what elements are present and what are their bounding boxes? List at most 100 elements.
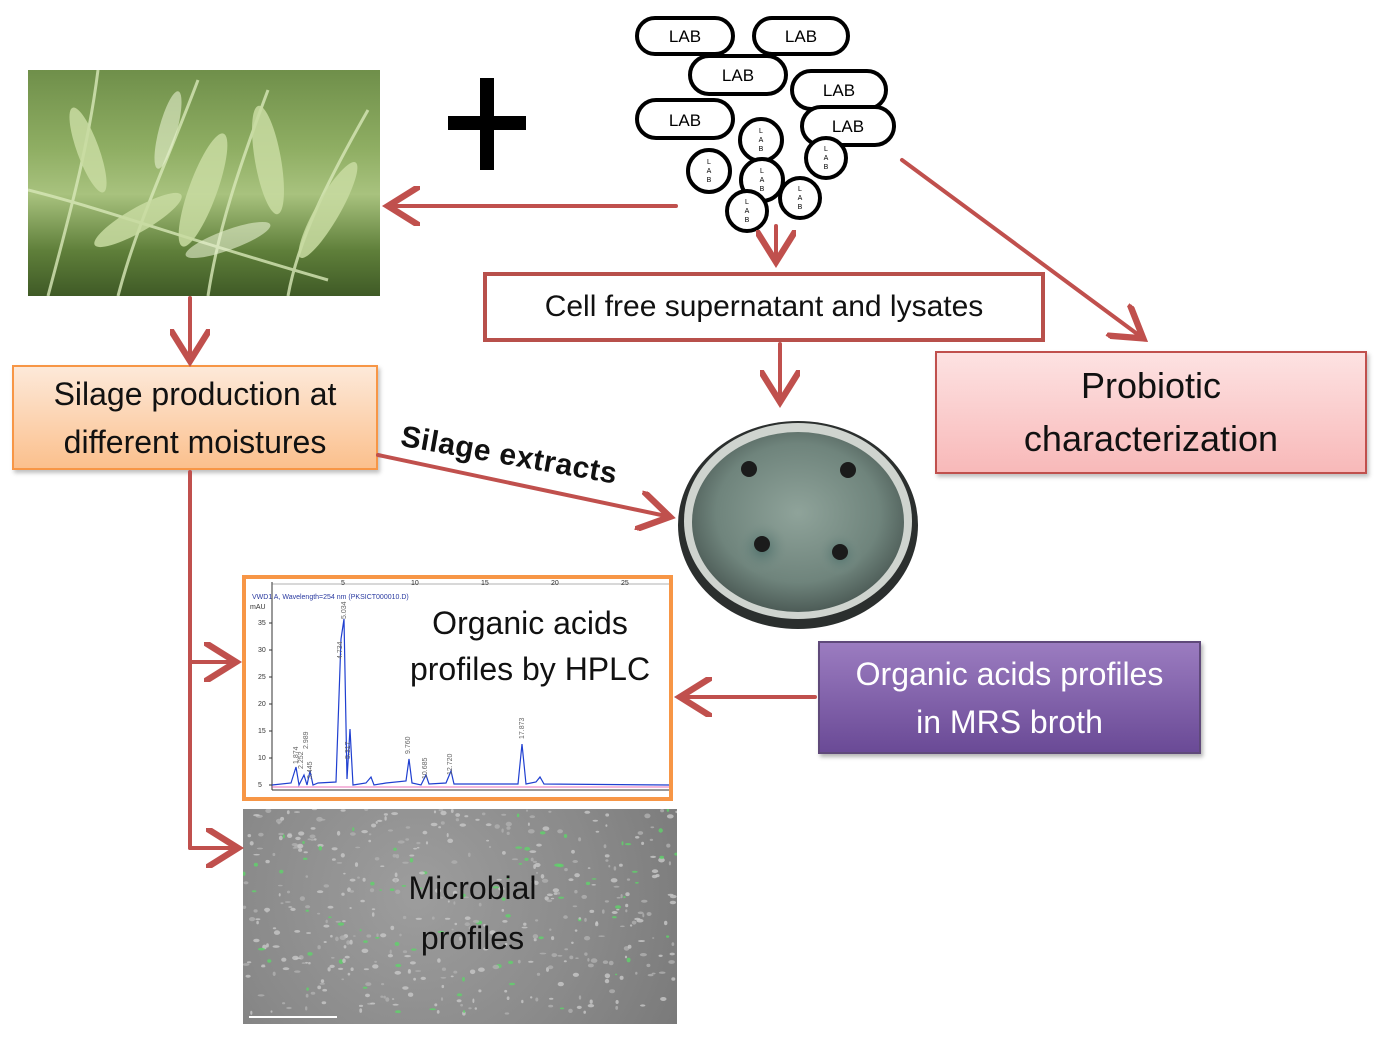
cell-speck xyxy=(584,936,591,941)
cell-speck xyxy=(666,843,671,848)
cell-speck xyxy=(394,872,398,878)
cell-speck xyxy=(429,1008,436,1011)
cell-speck xyxy=(305,993,309,998)
peak-label: 9.760 xyxy=(405,736,412,754)
cell-speck xyxy=(613,866,617,871)
cell-speck xyxy=(379,889,382,891)
cell-speck xyxy=(531,880,536,884)
cell-speck xyxy=(243,905,247,909)
cell-speck xyxy=(310,838,315,841)
cell-speck xyxy=(267,959,272,963)
cell-speck xyxy=(585,881,591,886)
small-lab-text: L A B xyxy=(760,168,765,193)
cell-speck xyxy=(317,912,321,915)
peak-label: 5.034 xyxy=(341,601,348,619)
lab-cell-large xyxy=(635,16,735,56)
cell-speck xyxy=(456,999,462,1003)
cell-speck xyxy=(368,833,372,836)
peak-label: 2.252 xyxy=(298,751,305,769)
cell-speck xyxy=(316,890,324,894)
cell-speck xyxy=(278,832,284,836)
cell-speck xyxy=(280,902,284,905)
cell-speck xyxy=(392,1003,399,1006)
petri-dish-image xyxy=(678,421,918,629)
cell-speck xyxy=(376,933,379,937)
cell-speck xyxy=(307,952,313,956)
cell-speck xyxy=(261,965,266,968)
cell-speck xyxy=(380,995,384,998)
cell-speck xyxy=(609,989,616,994)
svg-text:B: B xyxy=(745,217,750,224)
cell-speck xyxy=(440,976,447,979)
cell-speck xyxy=(323,941,327,943)
cell-speck xyxy=(650,826,655,829)
cell-speck xyxy=(568,1008,573,1013)
probiotic-label-line2: characterization xyxy=(1023,417,1279,459)
cell-speck xyxy=(253,853,260,856)
cell-speck xyxy=(463,1010,466,1013)
wheat-ears-graphic xyxy=(28,70,370,296)
cell-speck xyxy=(535,997,539,1002)
cell-speck xyxy=(454,922,458,926)
lab-cell-small xyxy=(686,148,732,194)
cell-speck xyxy=(660,997,667,1001)
cell-speck xyxy=(317,945,321,950)
cell-speck xyxy=(340,853,345,858)
cell-speck xyxy=(572,860,578,863)
cell-speck xyxy=(383,995,386,999)
cell-speck xyxy=(453,901,456,905)
cell-speck xyxy=(518,863,523,865)
cell-speck xyxy=(468,852,471,857)
cell-speck xyxy=(424,935,428,939)
cell-speck xyxy=(354,862,359,867)
cell-speck xyxy=(557,954,563,957)
cell-speck xyxy=(669,900,677,905)
cell-speck xyxy=(342,920,346,923)
cell-speck xyxy=(470,893,474,898)
x-tick-label: 25 xyxy=(621,580,629,587)
cell-speck xyxy=(604,900,609,903)
cell-speck xyxy=(526,809,528,812)
cell-speck xyxy=(521,999,524,1004)
cell-speck xyxy=(359,929,362,932)
cell-speck xyxy=(549,997,554,1000)
cell-speck xyxy=(576,1005,582,1009)
cell-speck xyxy=(472,998,475,1004)
cell-speck xyxy=(411,948,417,951)
cell-speck xyxy=(377,819,383,822)
peak-label: 12.720 xyxy=(447,753,454,775)
cell-speck xyxy=(305,909,309,912)
cell-speck xyxy=(422,830,428,835)
cell-speck xyxy=(557,981,564,987)
cell-speck xyxy=(589,909,595,913)
cell-speck xyxy=(438,826,441,829)
cell-speck xyxy=(321,1001,327,1005)
svg-text:A: A xyxy=(707,168,712,175)
cell-speck xyxy=(325,919,328,924)
cell-speck xyxy=(626,957,631,963)
mrs-broth-box: Organic acids profiles in MRS broth xyxy=(818,641,1201,754)
cell-speck xyxy=(350,832,356,836)
cell-speck xyxy=(459,823,466,827)
cell-speck xyxy=(641,841,645,845)
small-lab-text: L A B xyxy=(824,146,829,171)
cell-speck xyxy=(390,925,395,931)
cell-speck xyxy=(371,912,375,917)
cell-speck xyxy=(413,847,418,850)
cell-speck xyxy=(339,935,346,940)
cell-speck xyxy=(331,847,338,851)
cell-speck xyxy=(469,969,476,975)
cell-speck xyxy=(636,918,644,923)
cell-speck xyxy=(605,859,609,862)
hplc-chromatogram-panel: VWD1 A, Wavelength=254 nm (PKSICT000010.… xyxy=(242,575,673,801)
cell-speck xyxy=(644,813,651,819)
cell-speck xyxy=(295,836,301,841)
supernatant-label: Cell free supernatant and lysates xyxy=(544,290,984,323)
cell-speck xyxy=(492,886,500,889)
cell-speck xyxy=(320,979,325,983)
cell-speck xyxy=(626,878,631,881)
cell-speck xyxy=(572,905,578,908)
cell-speck xyxy=(437,930,445,933)
cell-speck xyxy=(336,830,341,836)
y-tick-label: 20 xyxy=(258,701,266,708)
